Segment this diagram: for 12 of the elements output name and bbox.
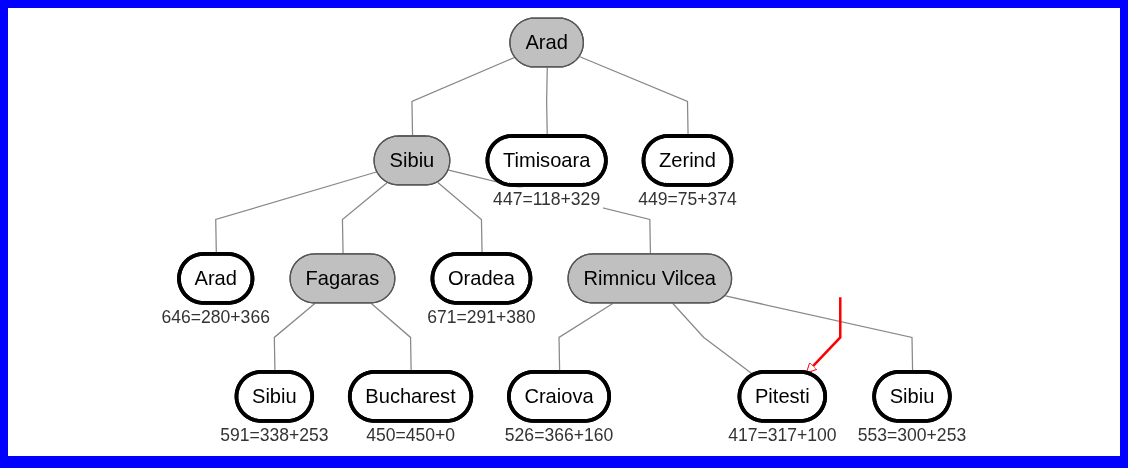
- arrow: [805, 297, 842, 374]
- connector: [724, 295, 914, 374]
- cost-label: 591=338+253: [220, 424, 329, 445]
- cost-label: 450=450+0: [366, 424, 455, 445]
- cost-label: 646=280+366: [161, 307, 270, 327]
- cost-label: 447=118+329: [493, 189, 601, 209]
- cost-label: 449=75+374: [638, 189, 737, 209]
- cost-label: 671=291+380: [427, 307, 536, 327]
- cost-label: 553=300+253: [857, 424, 967, 445]
- cost-label: 417=317+100: [728, 424, 837, 445]
- connector: [411, 56, 516, 138]
- cost-label: 526=366+160: [504, 424, 614, 445]
